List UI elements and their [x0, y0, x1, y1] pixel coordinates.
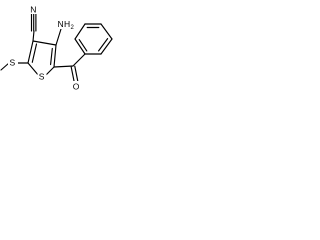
- amine-nitrogen-label: N: [58, 19, 64, 29]
- ring-sulfur-label: S: [39, 72, 45, 82]
- bond-phenyl-3-4: [100, 23, 113, 40]
- thioether-sulfur-label-bg: [8, 57, 18, 68]
- bond-ring-c3-c4: [32, 40, 57, 46]
- bond-ring-c4-c5-double: [50, 47, 53, 66]
- nitrile-nitrogen-label: N: [30, 5, 36, 15]
- amine-hydrogen-label: H: [64, 19, 70, 29]
- bond-ring-c4-c5: [53, 44, 57, 68]
- bond-phenyl-5-6: [74, 23, 86, 40]
- bond-phenyl-2-3: [100, 38, 113, 55]
- bond-phenyl-6-1: [74, 38, 86, 55]
- thioether-sulfur-label: S: [10, 58, 16, 68]
- bond-ring-c3-nitrile: [32, 30, 35, 42]
- bond-c4-amine: [55, 28, 62, 46]
- carbonyl-oxygen-label: O: [73, 82, 80, 92]
- bond-thioether-s-methyl: [0, 62, 10, 71]
- amine-hydrogen-count: 2: [71, 25, 75, 31]
- nitrile-label-bg: [29, 3, 39, 14]
- bond-phenyl-2-3-double: [98, 38, 109, 52]
- bond-carbonyl-phenyl: [72, 53, 86, 67]
- bond-carbonyl-double-1: [70, 66, 75, 83]
- amine-label-bg: [57, 19, 77, 29]
- ring-sulfur-label-bg: [37, 71, 47, 82]
- bond-ring-c3-c2: [27, 40, 34, 64]
- bond-phenyl-6-1-double: [78, 39, 88, 52]
- bond-ring-c3-c2-double: [31, 43, 38, 63]
- bond-ring-c2-s1: [27, 62, 40, 77]
- bond-c5-carbonyl-c: [53, 65, 74, 68]
- bond-carbonyl-double-2: [74, 65, 79, 82]
- molecule-structure: N N H 2 S S O: [0, 3, 113, 92]
- carbonyl-oxygen-label-bg: [71, 81, 82, 92]
